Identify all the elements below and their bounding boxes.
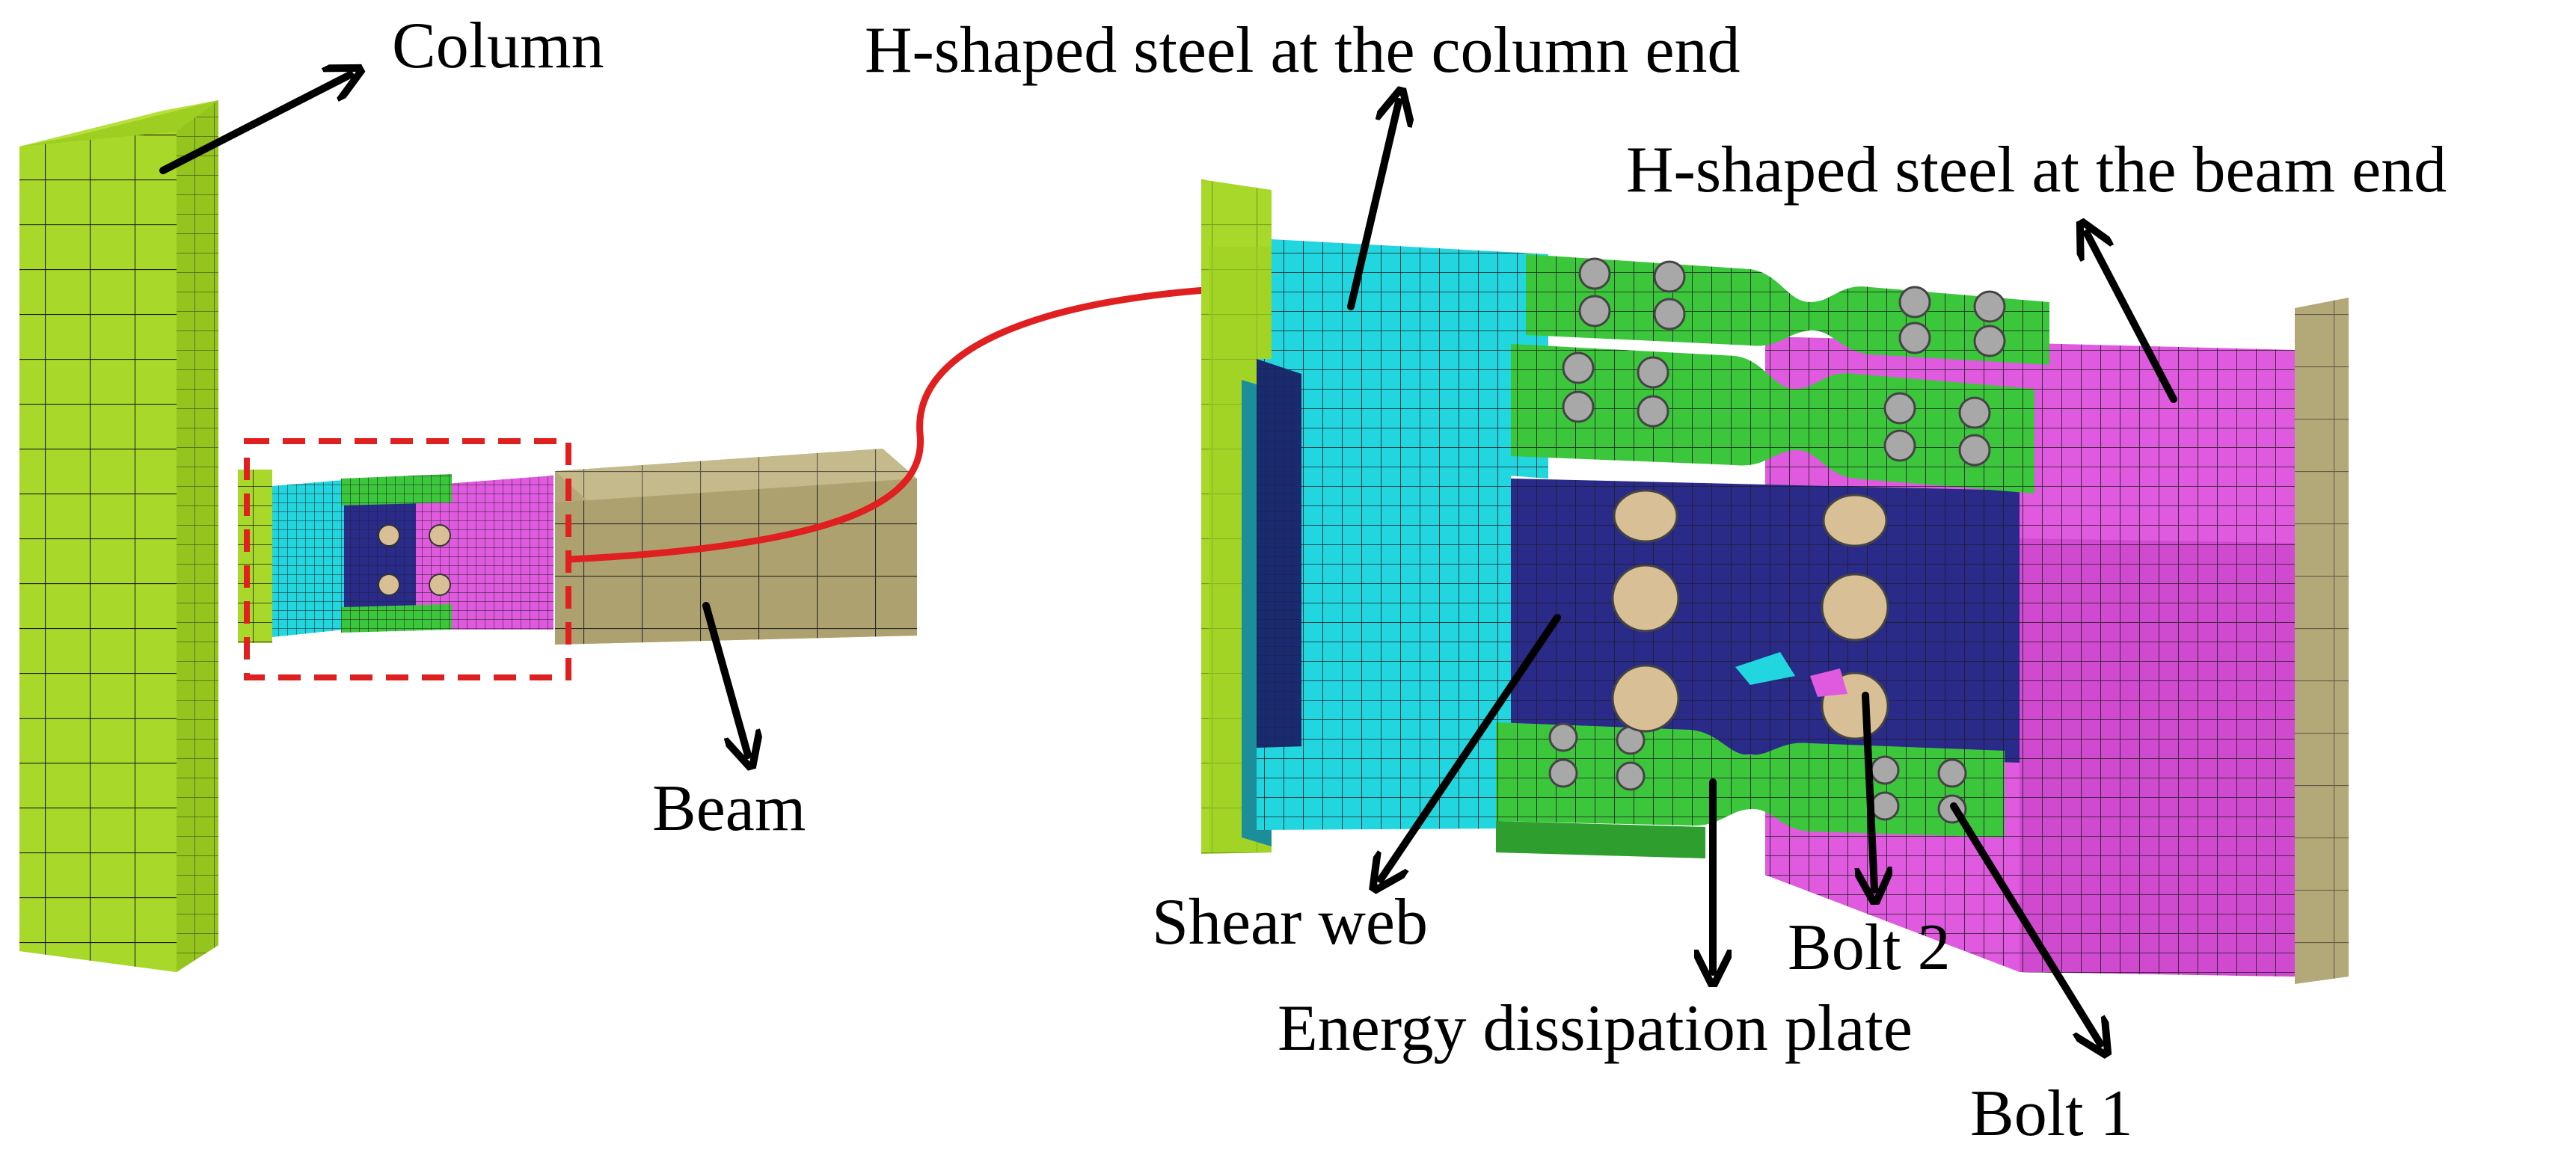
shear-web-arrow (1381, 614, 1561, 879)
bolt-1-arrow (1950, 802, 2100, 1044)
labels: Column Beam H-shaped steel at the column… (392, 10, 2447, 1150)
h-steel-column-end-arrow (1347, 102, 1399, 310)
highlight-box (244, 438, 571, 680)
beam-arrow (702, 602, 748, 755)
h-steel-beam-end-label: H-shaped steel at the beam end (1626, 134, 2447, 206)
h-steel-column-end-label: H-shaped steel at the column end (865, 14, 1741, 87)
bolts-1 (1548, 257, 2006, 824)
shear-web-label: Shear web (1152, 886, 1428, 959)
zoom-connector-arrow (569, 287, 1257, 563)
shear-web (1511, 479, 2020, 763)
h-steel-column-end (1242, 239, 1548, 846)
overview-model (19, 100, 1257, 972)
column-body (19, 100, 218, 972)
energy-plate-label: Energy dissipation plate (1278, 992, 1913, 1065)
bolt-2-label: Bolt 2 (1788, 911, 1951, 984)
zoom-model (1201, 179, 2349, 984)
column-arrow (159, 75, 350, 174)
h-steel-beam-end-arrow (2087, 233, 2177, 403)
zoom-beam (2295, 298, 2349, 984)
bolts-2 (1611, 489, 1889, 740)
column-label: Column (392, 10, 604, 82)
annotation-arrows (159, 75, 2177, 1044)
bolt-2-arrow (1865, 692, 1874, 890)
bolt-1-label: Bolt 1 (1970, 1077, 2133, 1150)
overview-connection (238, 470, 553, 643)
beam-label: Beam (652, 772, 806, 845)
